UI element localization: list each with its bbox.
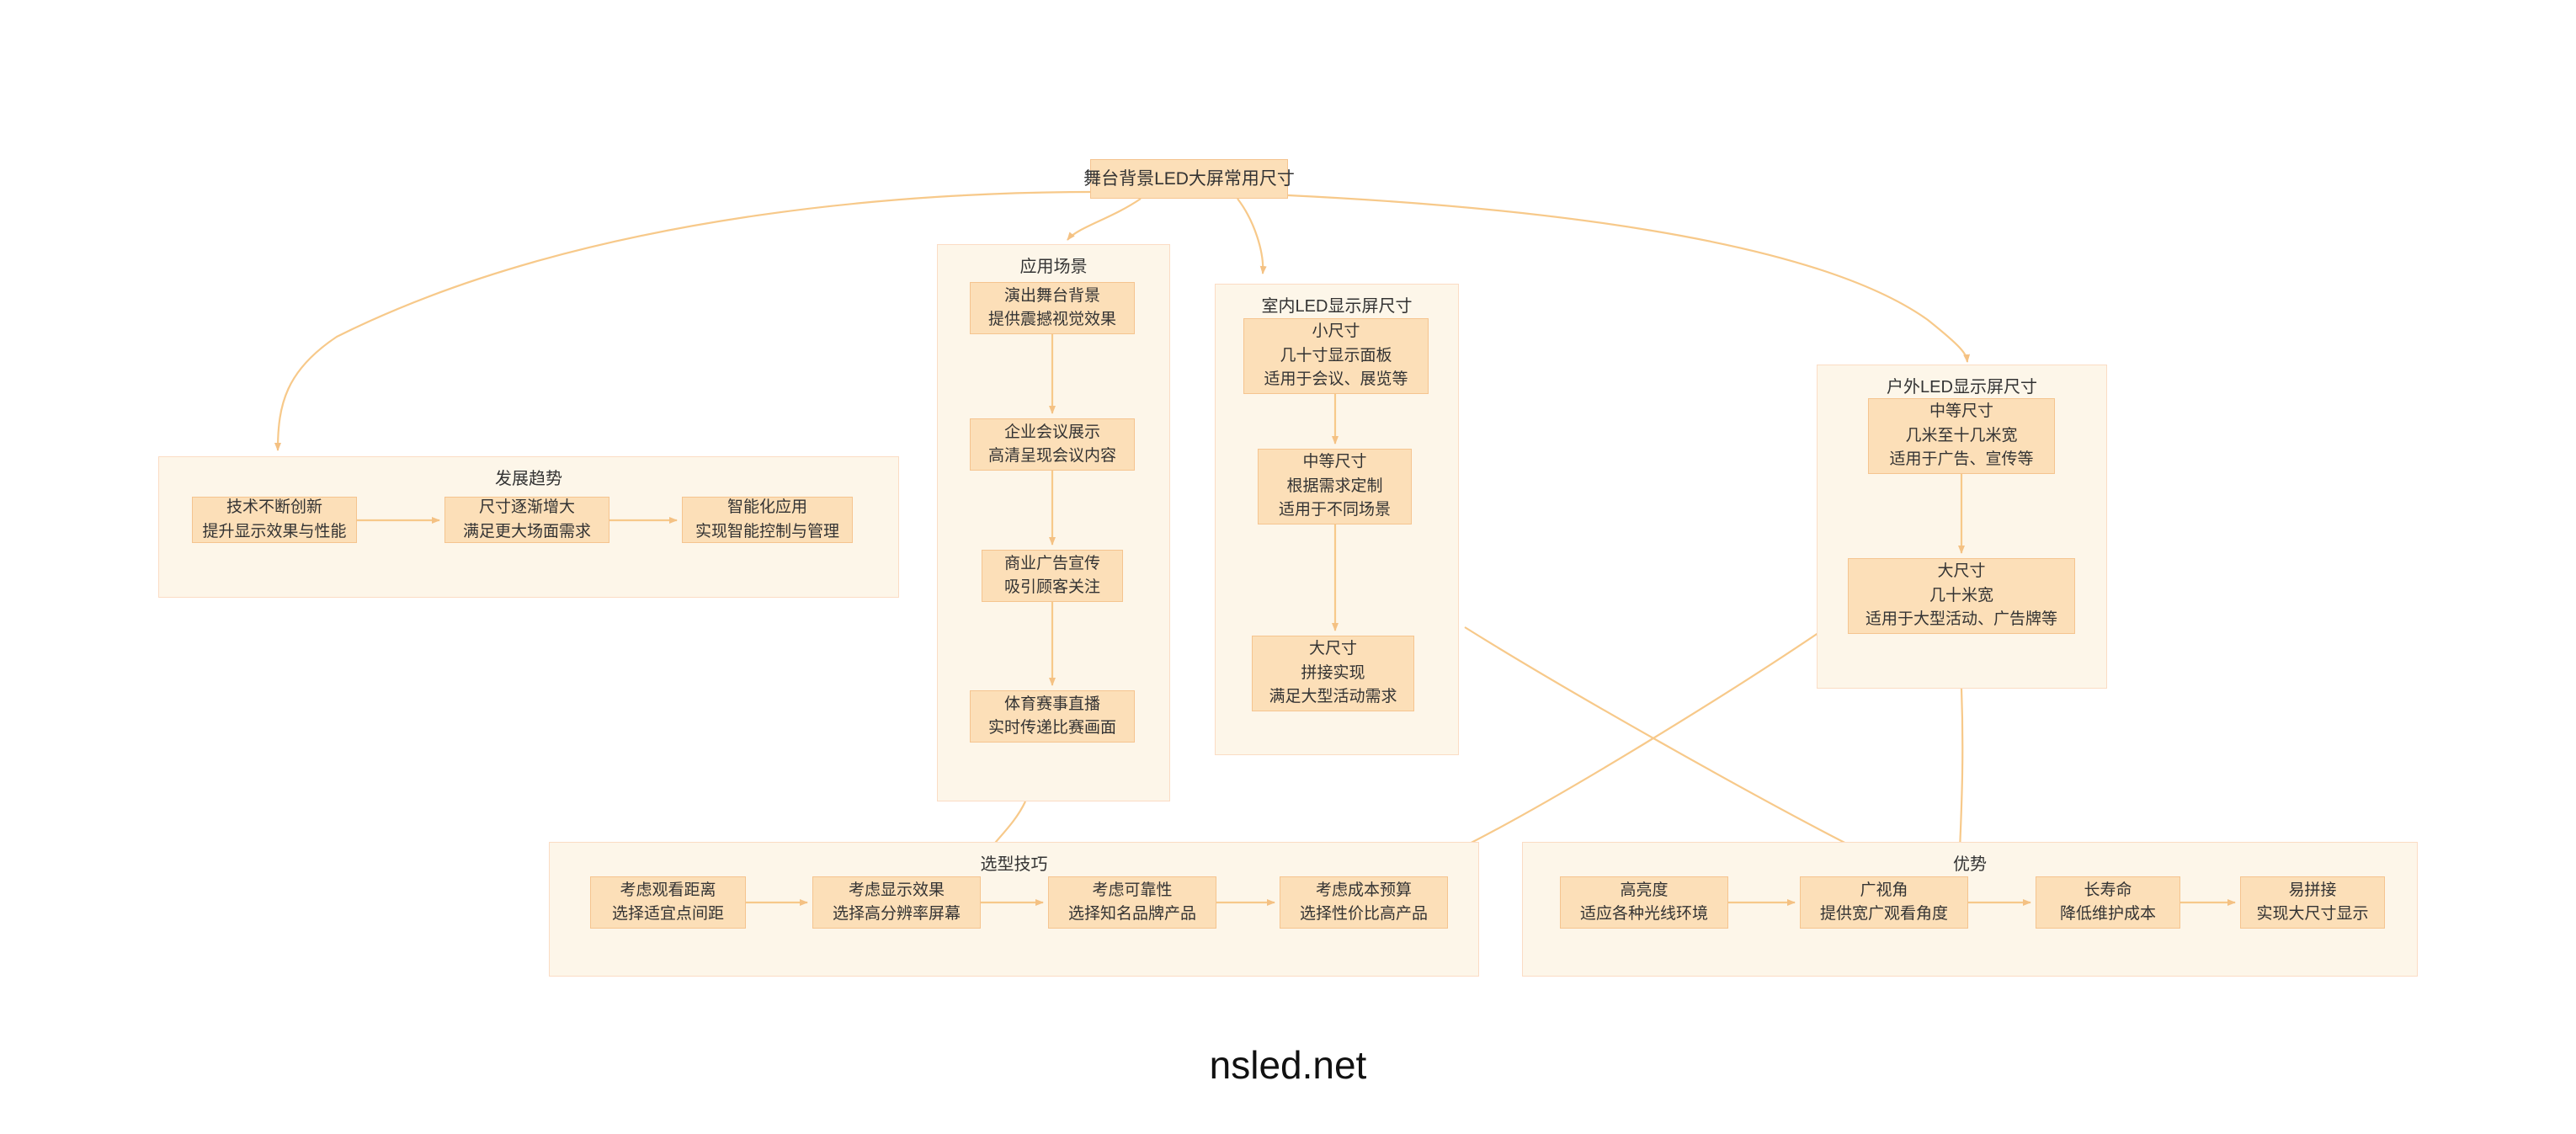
node-trend-1-line-2: 提升显示效果与性能	[202, 522, 347, 540]
node-scene-2[interactable]: 企业会议展示 高清呈现会议内容	[970, 418, 1135, 471]
node-sel-1[interactable]: 考虑观看距离 选择适宜点间距	[590, 876, 746, 929]
node-outdoor-2-line-3: 适用于大型活动、广告牌等	[1865, 610, 2057, 629]
node-indoor-1-line-1: 小尺寸	[1312, 322, 1360, 341]
root-node[interactable]: 舞台背景LED大屏常用尺寸	[1083, 159, 1295, 199]
node-adv-1-line-2: 适应各种光线环境	[1579, 905, 1708, 923]
node-sel-3-line-1: 考虑可靠性	[1092, 881, 1173, 899]
edge-indoor-to-advantages	[1464, 626, 1865, 854]
node-trend-2-line-1: 尺寸逐渐增大	[478, 498, 575, 516]
node-indoor-3-line-3: 满足大型活动需求	[1269, 688, 1397, 706]
cluster-title-selection: 选型技巧	[980, 855, 1048, 874]
node-scene-1-line-2: 提供震撼视觉效果	[987, 311, 1116, 328]
node-sel-2[interactable]: 考虑显示效果 选择高分辨率屏幕	[812, 876, 981, 929]
node-trend-2[interactable]: 尺寸逐渐增大 满足更大场面需求	[444, 497, 609, 543]
node-scene-4-line-2: 实时传递比赛画面	[987, 719, 1116, 737]
edge-root-to-indoor	[1237, 198, 1267, 274]
node-indoor-2-line-3: 适用于不同场景	[1278, 501, 1391, 519]
node-sel-3-line-2: 选择知名品牌产品	[1067, 905, 1196, 923]
node-indoor-2-line-1: 中等尺寸	[1302, 453, 1367, 471]
node-adv-4-line-2: 实现大尺寸显示	[2256, 905, 2369, 923]
root-node-label: 舞台背景LED大屏常用尺寸	[1083, 168, 1295, 189]
node-indoor-2[interactable]: 中等尺寸 根据需求定制 适用于不同场景	[1258, 449, 1412, 524]
node-outdoor-1[interactable]: 中等尺寸 几米至十几米宽 适用于广告、宣传等	[1868, 398, 2055, 474]
node-indoor-3-line-1: 大尺寸	[1308, 640, 1357, 658]
node-sel-4[interactable]: 考虑成本预算 选择性价比高产品	[1280, 876, 1448, 929]
node-outdoor-2-line-1: 大尺寸	[1937, 562, 1986, 581]
footer-watermark: nsled.net	[1209, 1043, 1367, 1087]
node-adv-1-line-1: 高亮度	[1620, 881, 1669, 899]
node-scene-3-line-2: 吸引顾客关注	[1003, 578, 1100, 596]
cluster-title-trends: 发展趋势	[495, 470, 562, 488]
node-scene-4-line-1: 体育赛事直播	[1003, 695, 1100, 713]
node-adv-4[interactable]: 易拼接 实现大尺寸显示	[2240, 876, 2385, 929]
node-sel-4-line-1: 考虑成本预算	[1315, 881, 1412, 899]
node-indoor-1[interactable]: 小尺寸 几十寸显示面板 适用于会议、展览等	[1243, 318, 1429, 394]
cluster-title-outdoor: 户外LED显示屏尺寸	[1818, 373, 2106, 397]
cluster-title-indoor: 室内LED显示屏尺寸	[1216, 292, 1458, 317]
node-indoor-3[interactable]: 大尺寸 拼接实现 满足大型活动需求	[1252, 636, 1414, 711]
node-scene-3[interactable]: 商业广告宣传 吸引顾客关注	[982, 550, 1123, 602]
node-indoor-1-line-3: 适用于会议、展览等	[1264, 370, 1408, 389]
node-adv-1[interactable]: 高亮度 适应各种光线环境	[1560, 876, 1728, 929]
node-sel-1-line-2: 选择适宜点间距	[611, 905, 724, 923]
cluster-title-outdoor-text: 户外LED显示屏尺寸	[1887, 378, 2037, 397]
node-trend-1[interactable]: 技术不断创新 提升显示效果与性能	[192, 497, 357, 543]
edge-outdoor-to-advantages	[1956, 688, 1964, 851]
node-adv-2-line-2: 提供宽广观看角度	[1819, 905, 1948, 923]
node-trend-3-line-1: 智能化应用	[726, 498, 807, 516]
node-scene-1-line-1: 演出舞台背景	[1003, 286, 1100, 305]
node-sel-3[interactable]: 考虑可靠性 选择知名品牌产品	[1048, 876, 1216, 929]
node-adv-3-line-1: 长寿命	[2084, 881, 2132, 899]
node-sel-2-line-2: 选择高分辨率屏幕	[832, 905, 961, 923]
node-trend-2-line-2: 满足更大场面需求	[462, 522, 591, 540]
node-adv-3-line-2: 降低维护成本	[2059, 905, 2156, 923]
node-scene-2-line-1: 企业会议展示	[1003, 423, 1100, 441]
node-outdoor-2[interactable]: 大尺寸 几十米宽 适用于大型活动、广告牌等	[1848, 558, 2075, 634]
node-outdoor-2-line-2: 几十米宽	[1929, 586, 1993, 604]
node-sel-4-line-2: 选择性价比高产品	[1299, 905, 1428, 923]
node-trend-1-line-1: 技术不断创新	[226, 498, 322, 516]
node-trend-3[interactable]: 智能化应用 实现智能控制与管理	[682, 497, 853, 543]
node-trend-3-line-2: 实现智能控制与管理	[695, 522, 839, 540]
node-outdoor-1-line-3: 适用于广告、宣传等	[1889, 450, 2034, 469]
node-scene-2-line-2: 高清呈现会议内容	[987, 447, 1116, 465]
node-outdoor-1-line-2: 几米至十几米宽	[1905, 426, 2018, 445]
node-indoor-1-line-2: 几十寸显示面板	[1280, 346, 1392, 365]
edge-root-to-scenarios	[1067, 198, 1142, 241]
node-adv-4-line-1: 易拼接	[2288, 881, 2337, 899]
cluster-title-scenarios: 应用场景	[1019, 258, 1088, 276]
node-scene-1[interactable]: 演出舞台背景 提供震撼视觉效果	[970, 282, 1135, 334]
node-sel-1-line-1: 考虑观看距离	[620, 881, 716, 899]
node-scene-3-line-1: 商业广告宣传	[1003, 554, 1100, 572]
node-scene-4[interactable]: 体育赛事直播 实时传递比赛画面	[970, 690, 1135, 743]
cluster-title-indoor-text: 室内LED显示屏尺寸	[1261, 297, 1413, 316]
node-adv-2-line-1: 广视角	[1860, 881, 1908, 899]
node-indoor-2-line-2: 根据需求定制	[1286, 476, 1383, 495]
cluster-title-advantages: 优势	[1953, 855, 1987, 874]
node-adv-2[interactable]: 广视角 提供宽广观看角度	[1800, 876, 1968, 929]
edge-outdoor-to-selection	[1456, 626, 1828, 851]
node-outdoor-1-line-1: 中等尺寸	[1929, 402, 1993, 421]
node-indoor-3-line-2: 拼接实现	[1301, 663, 1365, 682]
node-sel-2-line-1: 考虑显示效果	[848, 881, 945, 899]
node-adv-3[interactable]: 长寿命 降低维护成本	[2036, 876, 2180, 929]
